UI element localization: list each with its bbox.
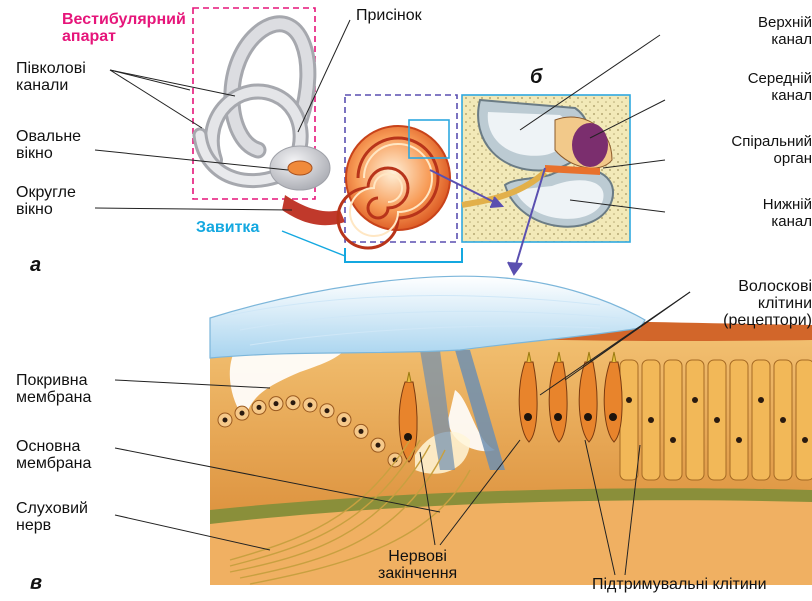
cochlea <box>338 126 450 248</box>
hair-cell-nucleus <box>609 413 617 421</box>
cell-nucleus <box>626 397 632 403</box>
supporting-cell <box>620 360 638 480</box>
cell-nucleus <box>274 401 279 406</box>
cell-nucleus <box>714 417 720 423</box>
cell-nucleus <box>802 437 808 443</box>
cell-nucleus <box>648 417 654 423</box>
hair-cell-nucleus <box>554 413 562 421</box>
cell-nucleus <box>308 403 313 408</box>
cell-nucleus <box>291 400 296 405</box>
supporting-cell <box>796 360 812 480</box>
cell-nucleus <box>359 429 364 434</box>
cochlea-bracket <box>345 248 462 262</box>
hair-cell-nucleus <box>584 413 592 421</box>
cell-nucleus <box>257 405 262 410</box>
supporting-cells-label: Підтримувальні клітини <box>592 576 767 593</box>
panel-letter-a: а <box>30 254 41 277</box>
cell-nucleus <box>758 397 764 403</box>
cell-nucleus <box>342 417 347 422</box>
supporting-cell <box>686 360 704 480</box>
cell-nucleus <box>692 397 698 403</box>
cell-nucleus <box>780 417 786 423</box>
cell-nucleus <box>736 437 742 443</box>
vestibule-label: Присінок <box>356 7 422 24</box>
supporting-cell <box>664 360 682 480</box>
panel-letter-v: в <box>30 572 42 595</box>
panel-letter-b: б <box>530 66 542 89</box>
cochlea-label-line <box>282 231 345 256</box>
cell-nucleus <box>376 443 381 448</box>
cell-nucleus <box>240 411 245 416</box>
oval-window <box>288 161 312 175</box>
cell-nucleus <box>670 437 676 443</box>
cell-nucleus <box>223 418 228 423</box>
supporting-cell <box>752 360 770 480</box>
hair-cell-nucleus <box>524 413 532 421</box>
hair-cell-nucleus <box>404 433 412 441</box>
cochlea-label: Завитка <box>196 219 259 236</box>
supporting-cell <box>730 360 748 480</box>
cell-nucleus <box>325 408 330 413</box>
